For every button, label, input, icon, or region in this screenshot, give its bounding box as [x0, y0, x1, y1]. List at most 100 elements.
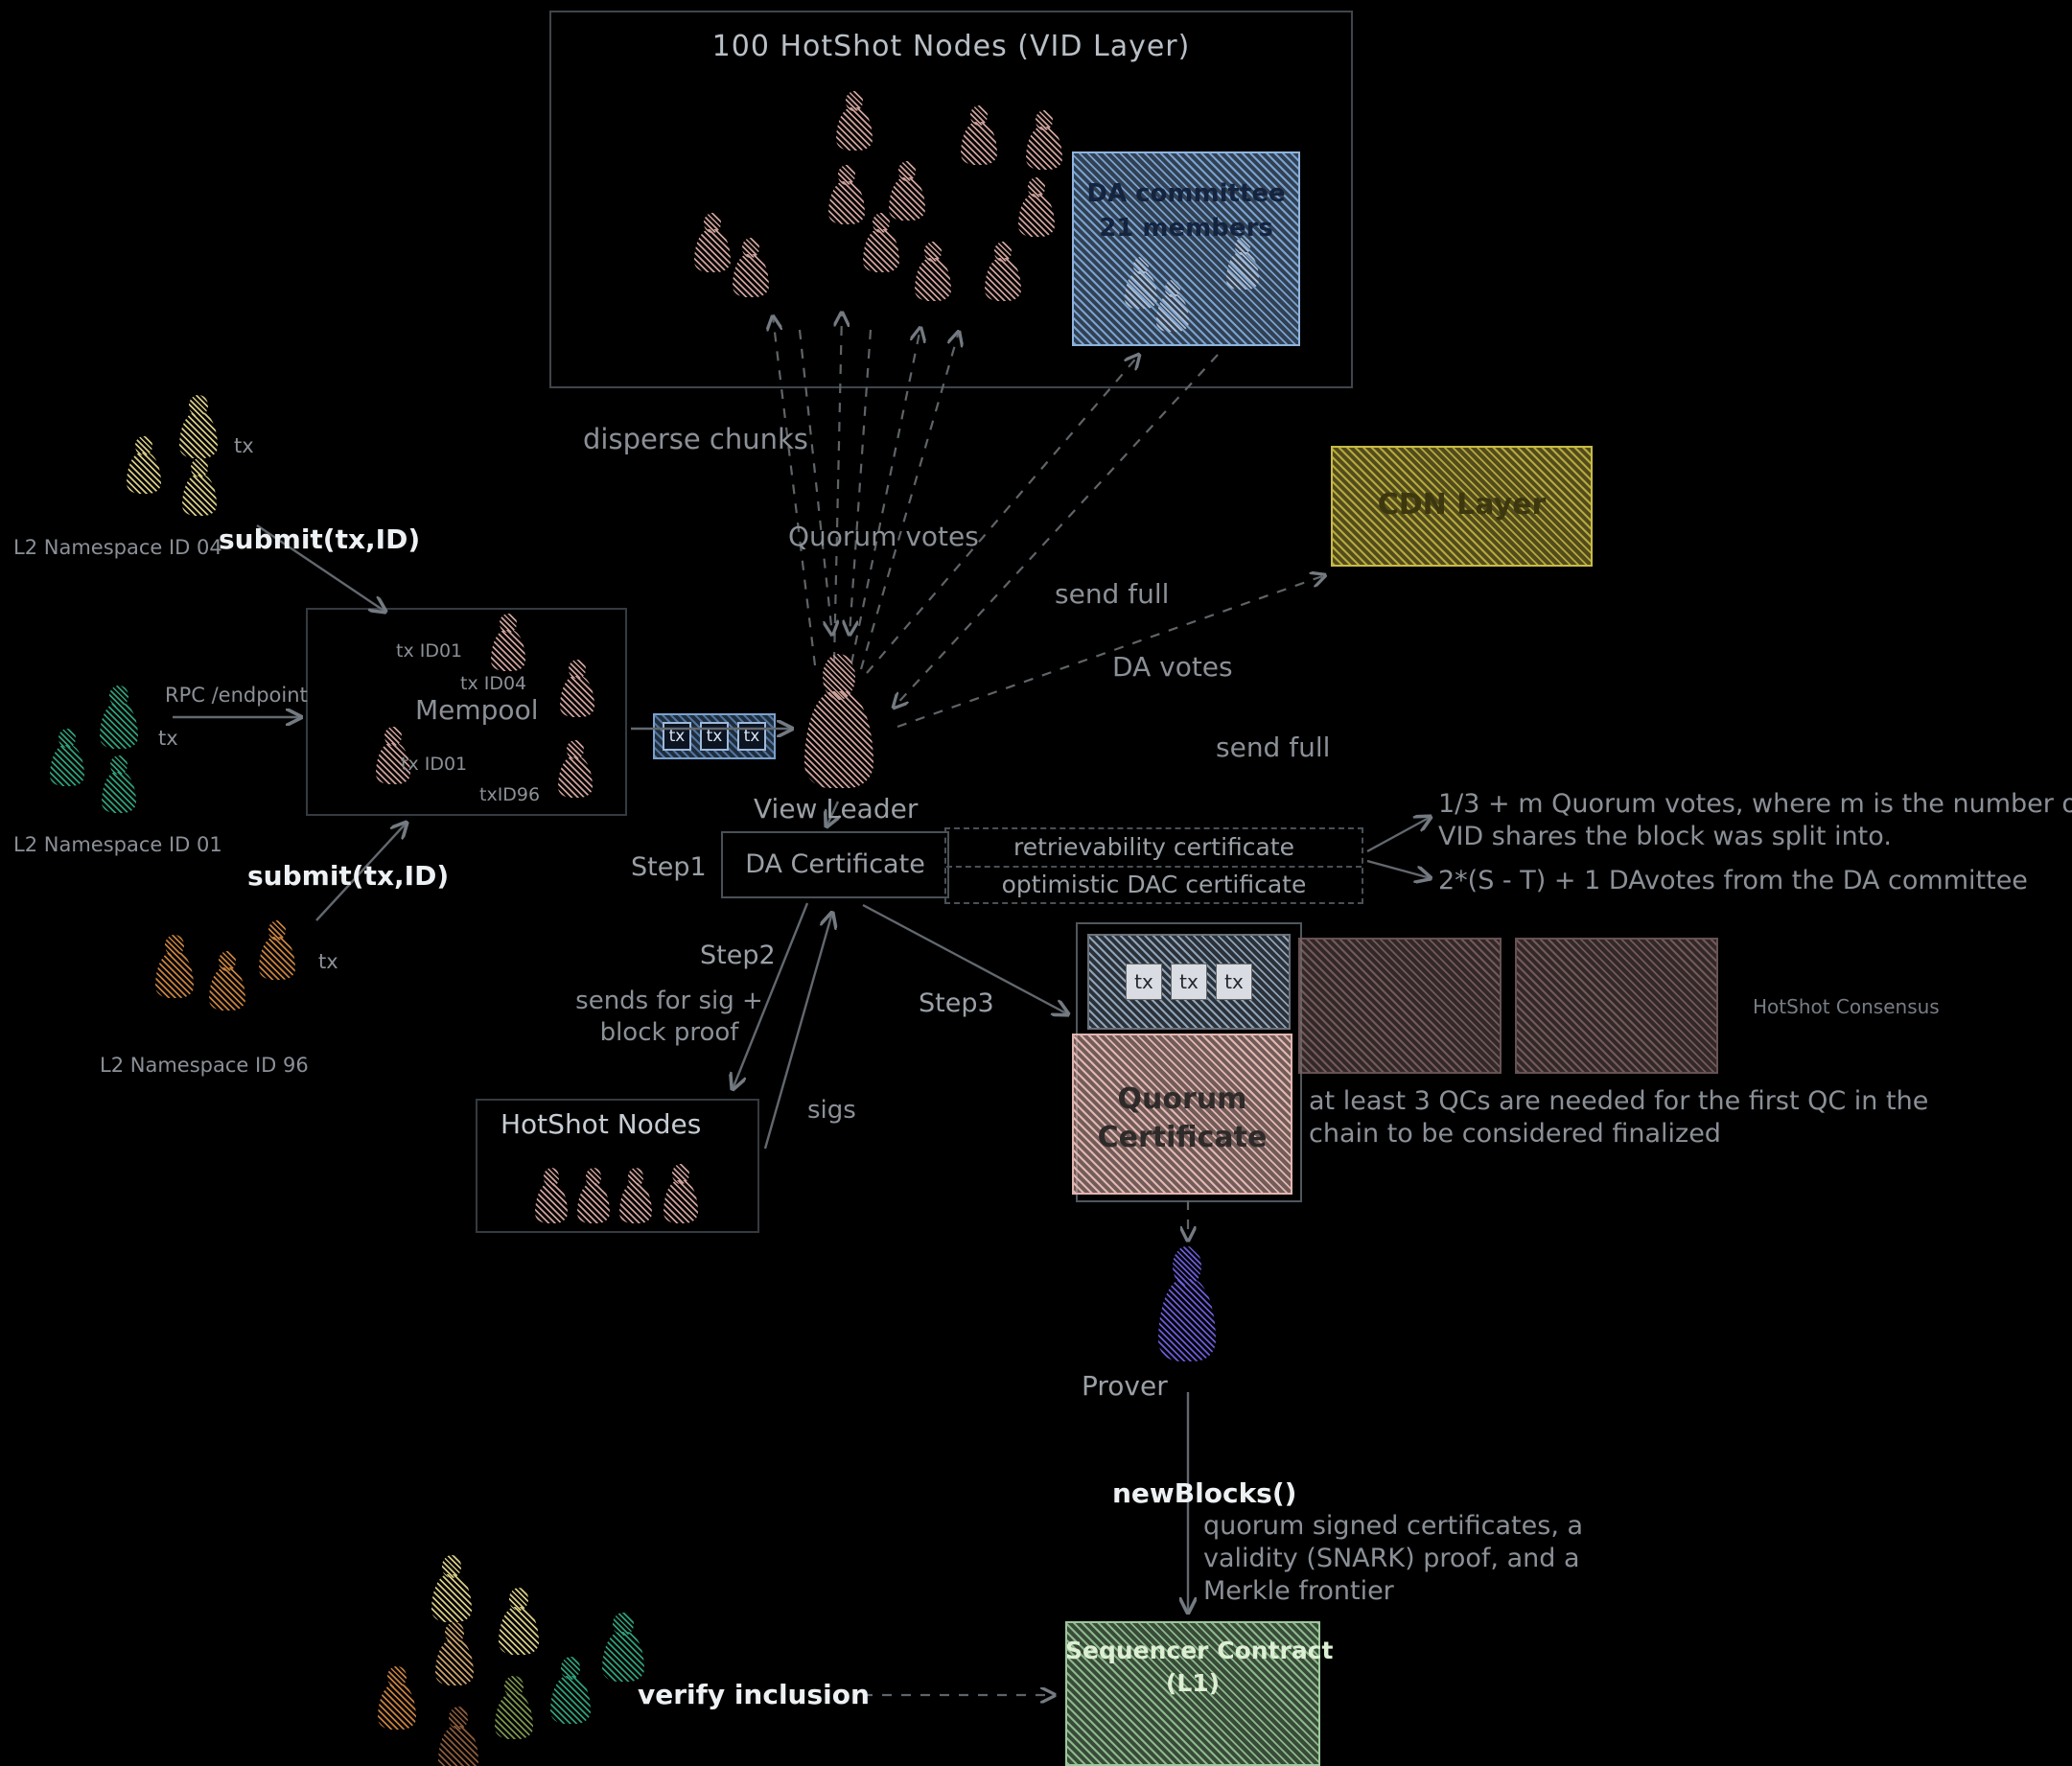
prover-label: Prover [1082, 1370, 1168, 1402]
send-full-top-label: send full [1055, 578, 1170, 610]
verify-inclusion-label: verify inclusion [638, 1679, 870, 1710]
pawn-icon [436, 1707, 480, 1766]
certificate-types-box: retrievability certificate optimistic DA… [944, 827, 1363, 904]
pawn-icon [433, 1622, 476, 1685]
submit-label-04: submit(tx,ID) [219, 523, 421, 555]
pawn-icon [834, 91, 874, 151]
pawn-icon [48, 729, 86, 786]
pawn-icon [983, 242, 1023, 301]
pawn-icon [533, 1168, 570, 1223]
rpc-endpoint-label: RPC /endpoint [165, 684, 308, 707]
step1-label: Step1 [631, 852, 707, 882]
pawn-icon [731, 238, 771, 297]
pawn-icon [959, 105, 999, 165]
consensus-block-2 [1298, 938, 1502, 1074]
pawn-icon [558, 660, 596, 717]
quorum-certificate-line1: Quorum [1117, 1082, 1247, 1116]
sequencer-contract-box [1065, 1621, 1320, 1766]
pawn-icon [662, 1164, 700, 1223]
namespace-04-label: L2 Namespace ID 04 [13, 536, 222, 559]
namespace-96-tx-label: tx [318, 950, 338, 973]
block-tx-box: tx tx tx [1087, 934, 1291, 1030]
quorum-certificate-box [1072, 1034, 1292, 1195]
tx-cell: tx [737, 722, 766, 751]
pawn-icon [887, 161, 927, 221]
tx-cell: tx [1216, 964, 1252, 1000]
step3-label: Step3 [919, 988, 994, 1018]
pawn-icon [207, 951, 247, 1011]
view-leader-label: View Leader [754, 793, 919, 825]
view-leader-pawn-icon [802, 654, 876, 789]
pawn-icon [493, 1676, 535, 1739]
arrow-submit-ns96 [315, 823, 407, 921]
da-certificate-label: DA Certificate [745, 849, 925, 880]
arrow-sendfull-to-committee [866, 355, 1139, 674]
vid-layer-box [549, 11, 1353, 388]
arrow-submit-ns04 [256, 524, 385, 612]
pawn-icon [600, 1613, 646, 1682]
da-committee-title-2: 21 members [1099, 214, 1273, 243]
pawn-icon [100, 755, 138, 813]
sequencer-contract-line2: (L1) [1165, 1669, 1221, 1697]
tx-cell: tx [663, 722, 691, 751]
tx-strip: tx tx tx [653, 713, 776, 759]
pawn-icon [177, 395, 220, 458]
pawn-icon [1225, 238, 1260, 290]
arrow-to-optimistic-note [1366, 859, 1431, 878]
da-certificate-box: DA Certificate [721, 831, 949, 898]
sequencer-contract-line1: Sequencer Contract [1065, 1637, 1334, 1664]
arrow-davotes-to-leader [894, 354, 1219, 708]
pawn-icon [1016, 177, 1057, 237]
mempool-title: Mempool [415, 694, 539, 726]
tx-cell: tx [1126, 964, 1162, 1000]
hotshot-nodes-box [476, 1099, 759, 1233]
retrievability-certificate-label: retrievability certificate [1013, 833, 1295, 862]
pawn-icon [180, 458, 219, 516]
tx-cell: tx [700, 722, 729, 751]
prover-payload-note: quorum signed certificates, a validity (… [1203, 1511, 1584, 1606]
sends-for-sig-label: sends for sig + block proof [575, 987, 763, 1047]
pawn-icon [1155, 280, 1190, 332]
pawn-icon [125, 436, 163, 494]
da-votes-label: DA votes [1112, 651, 1233, 683]
mempool-box [306, 608, 627, 816]
namespace-01-label: L2 Namespace ID 01 [13, 833, 222, 856]
pawn-icon [861, 213, 901, 272]
arrow-step2 [733, 902, 809, 1089]
optimistic-row: optimistic DAC certificate [946, 866, 1362, 902]
arrow-disperse-2 [832, 313, 842, 662]
newblocks-label: newBlocks() [1112, 1477, 1297, 1509]
da-committee-title-1: DA committee [1086, 179, 1286, 208]
vid-layer-title: 100 HotShot Nodes (VID Layer) [711, 30, 1191, 63]
optimistic-dac-certificate-label: optimistic DAC certificate [1001, 871, 1307, 899]
mempool-entry: txID96 [479, 784, 541, 805]
pawn-icon [556, 740, 594, 798]
pawn-icon [548, 1657, 593, 1724]
qc-finality-note: at least 3 QCs are needed for the first … [1309, 1086, 1929, 1149]
arrow-disperse-3 [850, 328, 920, 664]
cdn-layer-label: CDN Layer [1377, 488, 1547, 522]
arrow-sigs [763, 913, 832, 1150]
arrow-disperse-4 [859, 332, 959, 670]
consensus-block-3 [1515, 938, 1718, 1074]
pawn-icon [489, 614, 527, 671]
pawn-icon [1124, 257, 1158, 309]
pawn-icon [257, 920, 297, 980]
retrievability-note: 1/3 + m Quorum votes, where m is the num… [1438, 789, 2072, 851]
optimistic-note: 2*(S - T) + 1 DAvotes from the DA commit… [1438, 866, 2028, 895]
pawn-icon [376, 1666, 418, 1730]
mempool-entry: tx ID01 [401, 754, 468, 775]
arrow-quorumvotes-2 [850, 329, 873, 635]
pawn-icon [430, 1555, 474, 1622]
arrow-step3 [862, 903, 1068, 1014]
pawn-icon [617, 1168, 654, 1223]
submit-label-96: submit(tx,ID) [247, 860, 450, 892]
arrow-leader-to-dacert [826, 801, 838, 826]
sigs-label: sigs [807, 1096, 856, 1125]
arrow-to-retrievability-note [1366, 817, 1431, 853]
pawn-icon [153, 935, 196, 998]
arrow-disperse-1 [773, 316, 817, 666]
hotshot-nodes-title: HotShot Nodes [501, 1108, 702, 1140]
mempool-entry: tx ID04 [460, 673, 527, 694]
